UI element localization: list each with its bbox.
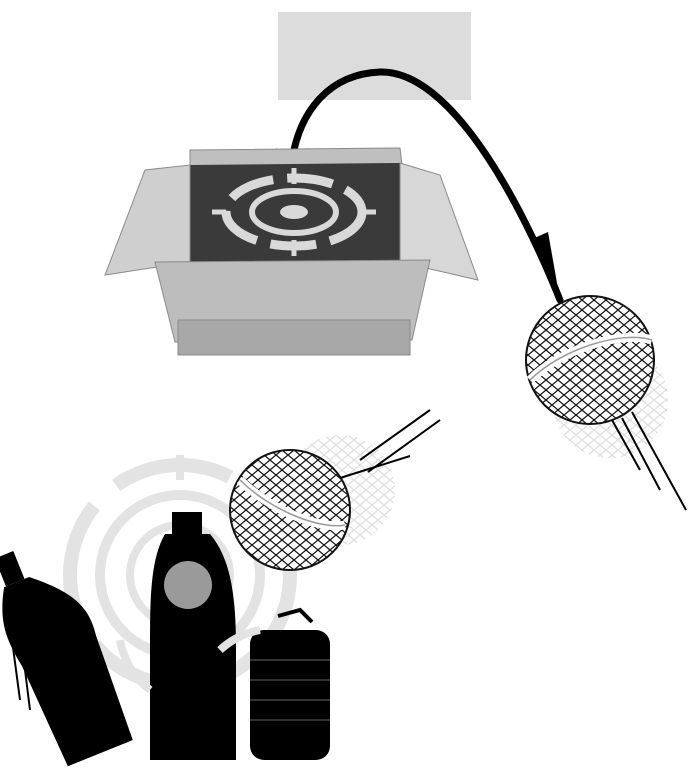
box-base (178, 320, 410, 355)
label-card (278, 12, 471, 100)
cardboard-box (105, 148, 478, 355)
box-left-flap (105, 165, 190, 275)
tin-can (250, 610, 330, 760)
mesh-ball-upper (526, 296, 686, 510)
bottle-label (164, 561, 212, 609)
trajectory-tail (530, 232, 560, 300)
mesh-ball-lower (230, 410, 440, 570)
